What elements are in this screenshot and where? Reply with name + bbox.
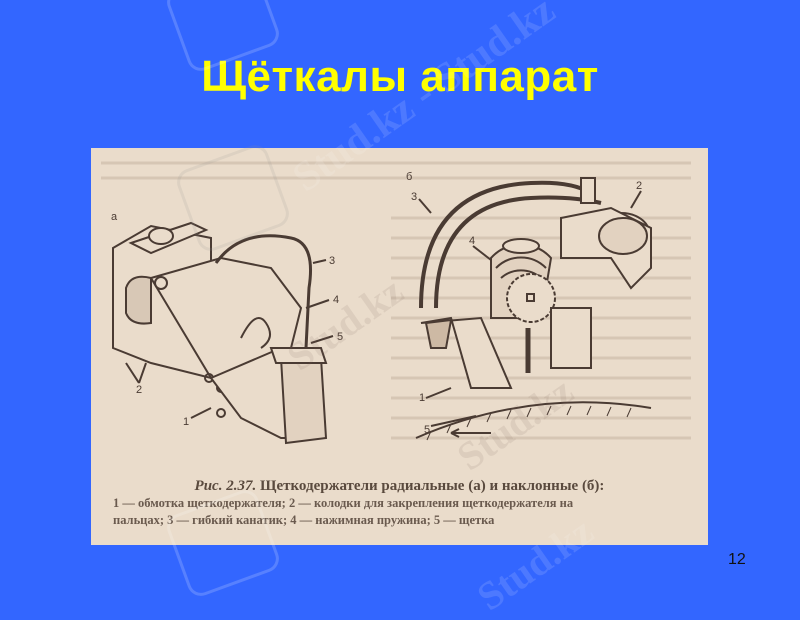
brush-holder-diagram: а б 1 2 3 4 5 1 2 3 4 5: [101, 161, 691, 445]
callout-b-1: 1: [419, 392, 425, 404]
callout-b-5: 5: [424, 424, 430, 436]
figure-brush-holders: а б 1 2 3 4 5 1 2 3 4 5 Рис. 2.37. Щетко…: [91, 148, 708, 545]
slide: Щёткалы аппарат: [91, 0, 746, 619]
label-b: б: [406, 171, 412, 183]
callout-b-2: 2: [636, 180, 642, 192]
callout-a-5: 5: [337, 331, 343, 343]
callout-b-4: 4: [469, 235, 475, 247]
callout-a-1: 1: [183, 416, 189, 428]
page-number: 12: [728, 551, 746, 568]
callout-a-2: 2: [136, 384, 142, 396]
figure-caption: Рис. 2.37. Щеткодержатели радиальные (а)…: [91, 478, 708, 529]
callout-a-4: 4: [333, 294, 339, 306]
callout-b-3: 3: [411, 191, 417, 203]
label-a: а: [111, 211, 118, 223]
caption-line-1: 1 — обмотка щеткодержателя; 2 — колодки …: [113, 496, 574, 510]
caption-title: Щеткодержатели радиальные (а) и наклонны…: [259, 478, 605, 494]
caption-title-row: Рис. 2.37. Щеткодержатели радиальные (а)…: [91, 478, 708, 495]
caption-prefix: Рис. 2.37.: [194, 478, 257, 494]
slide-title: Щёткалы аппарат: [201, 52, 599, 101]
callout-a-3: 3: [329, 255, 335, 267]
caption-line-2: пальцах; 3 — гибкий канатик; 4 — нажимна…: [113, 513, 495, 527]
